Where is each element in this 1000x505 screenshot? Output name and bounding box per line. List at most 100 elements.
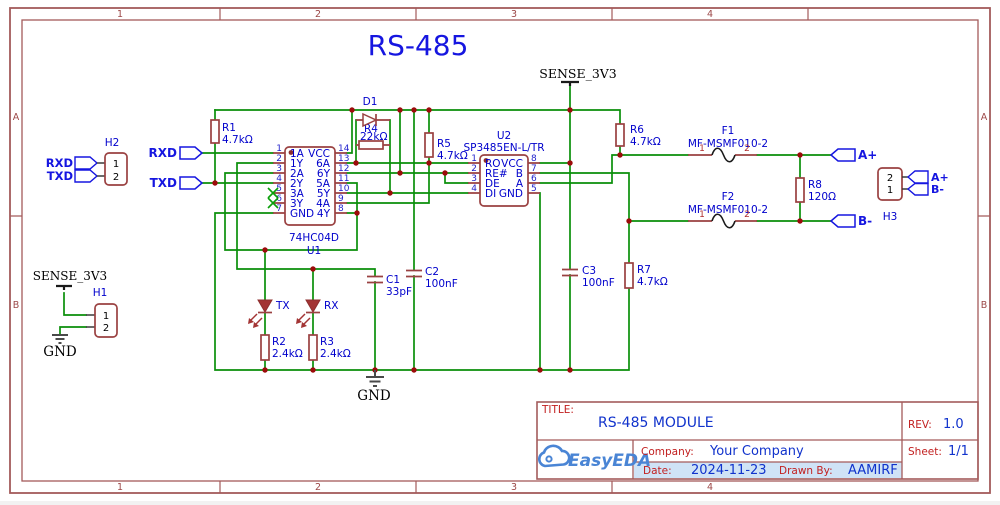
- wire-vcc-rail[interactable]: [214, 109, 621, 125]
- resistor-r3[interactable]: R3 2.4kΩ: [308, 334, 351, 361]
- u2-pin-name: DE: [485, 178, 500, 190]
- f2-part: MF-MSMF010-2: [688, 204, 768, 216]
- fuse-f1[interactable]: F1 MF-MSMF010-2 1 2: [688, 125, 768, 163]
- connector-h3[interactable]: 2 1 A+ B- H3: [877, 167, 949, 223]
- led-rx[interactable]: RX: [296, 299, 339, 328]
- c3-ref: C3: [582, 265, 596, 277]
- u1-pin-num: 5: [276, 184, 282, 194]
- rev-value[interactable]: 1.0: [943, 417, 964, 432]
- net-flag-icon: [74, 156, 99, 170]
- h2-body: [104, 152, 128, 186]
- u1-ref: U1: [307, 245, 321, 257]
- wire-1y-rxled[interactable]: [236, 162, 376, 371]
- resistor-r8[interactable]: R8 120Ω: [795, 177, 836, 203]
- drawn-by-value[interactable]: AAMIRF: [848, 463, 898, 478]
- led-tx[interactable]: TX: [248, 299, 290, 328]
- wire-d1-rails[interactable]: [355, 119, 391, 194]
- wires[interactable]: [59, 85, 832, 371]
- power-flag-sense3v3-top[interactable]: SENSE_3V3: [539, 66, 617, 86]
- sheet-title[interactable]: RS-485: [368, 29, 469, 62]
- c2-value: 100nF: [425, 278, 458, 290]
- wire-4a-r5[interactable]: [346, 109, 430, 204]
- r2-value: 2.4kΩ: [272, 348, 303, 360]
- u1-pin-name: 1Y: [290, 158, 304, 170]
- diode-icon: [362, 112, 378, 128]
- resistor-r6[interactable]: R6 4.7kΩ: [615, 123, 661, 148]
- h3-pin-1: 1: [887, 185, 893, 196]
- net-flag-icon: [829, 148, 856, 162]
- net-label-sense3v3: SENSE_3V3: [539, 66, 617, 81]
- diode-d1[interactable]: D1: [356, 96, 390, 128]
- sheet-value[interactable]: 1/1: [948, 444, 969, 459]
- u1-pin-num: 1: [276, 144, 282, 154]
- resistor-r1[interactable]: R1 4.7kΩ: [210, 119, 253, 146]
- wire-b-line[interactable]: [539, 172, 630, 264]
- ic-u1[interactable]: 1 2 3 4 5 6 7 1A 1Y 2A 2Y 3A 3Y GND 14 1…: [267, 144, 350, 257]
- net-flag-b-minus[interactable]: B-: [829, 214, 872, 228]
- u1-pin-stubs: [273, 152, 347, 214]
- rev-label: REV:: [908, 419, 932, 431]
- frame-col-label: 3: [511, 482, 517, 493]
- u2-pin1-mark: [483, 158, 489, 163]
- resistor-r4[interactable]: R4 22kΩ: [356, 123, 390, 150]
- h2-pin-stubs: [97, 162, 105, 177]
- u1-pin-num: 2: [276, 154, 282, 164]
- r1-value: 4.7kΩ: [222, 134, 253, 146]
- capacitor-c1[interactable]: C1 33pF: [367, 274, 412, 298]
- wire-pin14-vcc[interactable]: [346, 109, 353, 154]
- capacitor-c2[interactable]: C2 100nF: [406, 266, 458, 290]
- u1-pin-name: 5Y: [317, 188, 331, 200]
- led-tx-label: TX: [275, 300, 290, 312]
- company-value[interactable]: Your Company: [709, 444, 804, 459]
- connector-h2[interactable]: H2 RXD TXD 1 2: [46, 137, 128, 186]
- u1-pin-num: 3: [276, 164, 282, 174]
- f2-pin-2: 2: [744, 210, 750, 220]
- frame-col-label: 2: [315, 9, 321, 20]
- net-flag-txd[interactable]: TXD: [150, 176, 204, 190]
- doc-title[interactable]: RS-485 MODULE: [598, 415, 714, 431]
- c1-ref: C1: [386, 274, 400, 286]
- power-bar-icon: [56, 284, 72, 290]
- gnd-symbol-main[interactable]: GND: [357, 370, 391, 404]
- wire-a-line[interactable]: [539, 145, 621, 184]
- u1-pin-num: 10: [338, 184, 350, 194]
- frame-col-label: 2: [315, 482, 321, 493]
- u2-pin-num: 7: [531, 164, 537, 174]
- fuse-f2[interactable]: F2 MF-MSMF010-2 1 2: [688, 191, 768, 229]
- u1-pin-num: 7: [276, 204, 282, 214]
- wire-h1-sense[interactable]: [63, 292, 87, 316]
- frame-col-label: 4: [707, 482, 713, 493]
- wire-gnd-rail[interactable]: [214, 212, 630, 371]
- capacitor-c3[interactable]: C3 100nF: [562, 265, 615, 289]
- title-block: TITLE: RS-485 MODULE REV: 1.0 EasyEDA Co…: [536, 401, 979, 480]
- u2-pin-name: B: [516, 168, 523, 180]
- resistor-r7[interactable]: R7 4.7kΩ: [624, 262, 668, 289]
- f2-ref: F2: [722, 191, 735, 203]
- u1-body: [284, 146, 336, 226]
- u1-pin-num: 9: [338, 194, 344, 204]
- net-flag-rxd[interactable]: RXD: [149, 146, 204, 160]
- f1-pin-1: 1: [699, 144, 705, 154]
- frame-row-label: A: [981, 112, 988, 123]
- h3-body: [877, 167, 903, 201]
- ic-u2[interactable]: U2 SP3485EN-L/TR 1 2 3 4 RO RE# DE DI 8 …: [463, 130, 545, 207]
- u2-pin-num: 3: [471, 174, 477, 184]
- h1-net-gnd: GND: [43, 344, 77, 360]
- wire-6y-re-de[interactable]: [346, 109, 469, 184]
- date-value[interactable]: 2024-11-23: [691, 463, 767, 478]
- h2-ref: H2: [105, 137, 120, 149]
- f1-pin-2: 2: [744, 144, 750, 154]
- wire-h1-gnd[interactable]: [59, 326, 87, 335]
- frame-col-label: 1: [117, 9, 123, 20]
- resistor-r5[interactable]: R5 4.7kΩ: [424, 132, 468, 162]
- r1-ref: R1: [222, 122, 236, 134]
- connector-h1[interactable]: SENSE_3V3 H1 1 2 GND: [33, 269, 118, 360]
- led-arrows-icon: [248, 313, 263, 328]
- net-flag-icon: [179, 176, 204, 190]
- c3-value: 100nF: [582, 277, 615, 289]
- u1-pin-name: VCC: [308, 148, 330, 160]
- u1-pin-num: 6: [276, 194, 282, 204]
- net-flag-a-plus[interactable]: A+: [829, 148, 877, 162]
- junction-dots: [212, 107, 803, 373]
- resistor-r2[interactable]: R2 2.4kΩ: [260, 334, 303, 361]
